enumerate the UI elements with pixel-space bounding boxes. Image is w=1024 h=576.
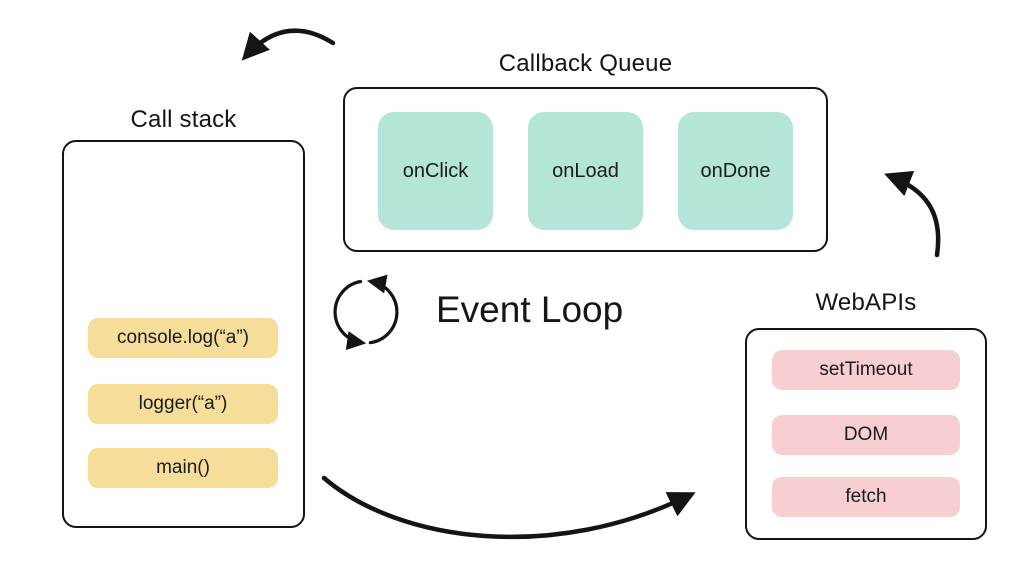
arrow-webapis-to-callback-queue xyxy=(884,170,941,258)
webapis-title: WebAPIs xyxy=(815,289,917,316)
call-stack-title: Call stack xyxy=(130,106,237,133)
callback-item: onDone xyxy=(678,112,793,230)
cycle-arrows-icon xyxy=(333,274,399,351)
stack-frame: console.log(“a”) xyxy=(88,318,278,358)
cycle-arc-left xyxy=(333,279,367,351)
cycle-arc-right xyxy=(366,274,399,345)
arrow-callback-queue-to-call-stack xyxy=(241,28,336,61)
webapi-item: DOM xyxy=(772,415,960,455)
stack-frame: logger(“a”) xyxy=(88,384,278,424)
callback-item: onLoad xyxy=(528,112,643,230)
webapi-item: setTimeout xyxy=(772,350,960,390)
stack-frame: main() xyxy=(88,448,278,488)
event-loop-label: Event Loop xyxy=(436,289,624,330)
callback-item: onClick xyxy=(378,112,493,230)
callback-queue-title: Callback Queue xyxy=(498,50,673,77)
webapi-item: fetch xyxy=(772,477,960,517)
arrow-call-stack-to-webapis xyxy=(321,475,696,540)
